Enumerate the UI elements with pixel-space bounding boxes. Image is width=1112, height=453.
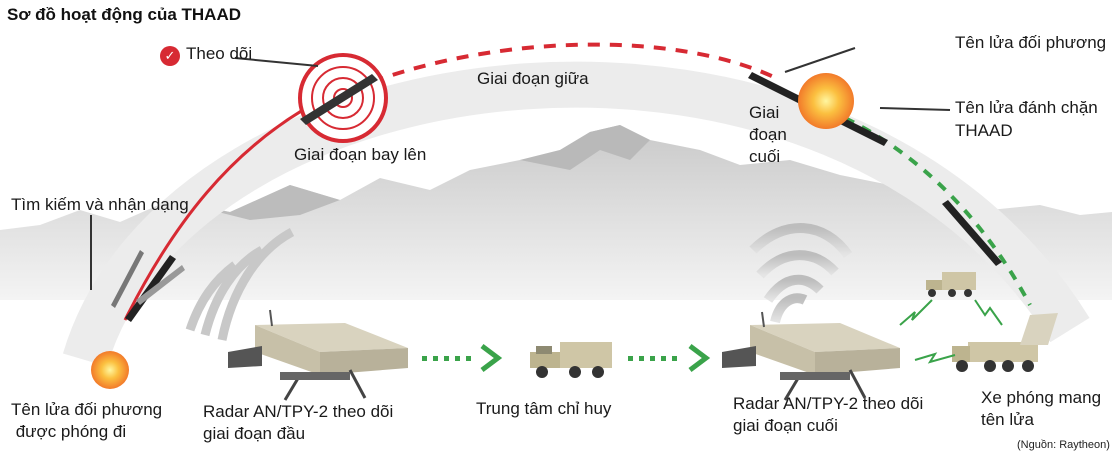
label-launcher-1: Xe phóng mang	[981, 388, 1102, 407]
comm-link-lines	[899, 299, 1003, 364]
tracking-leader-line	[234, 57, 319, 67]
label-terminal-phase-2: đoạn	[749, 125, 787, 144]
radar-icon-left	[228, 309, 408, 401]
label-boost-phase: Giai đoạn bay lên	[294, 145, 427, 164]
interceptor-trajectory	[844, 116, 1032, 306]
enemy-missile-icon	[300, 74, 378, 125]
interceptor-leader-line	[879, 107, 951, 111]
label-command-center: Trung tâm chỉ huy	[476, 399, 612, 418]
trajectory-arc-band	[62, 61, 1090, 367]
label-terminal-phase-1: Giai	[749, 103, 780, 122]
launcher-truck-icon	[952, 313, 1058, 372]
launch-explosion-icon	[91, 351, 129, 389]
label-interceptor-2: THAAD	[955, 121, 1013, 140]
launch-missile-icon	[111, 250, 185, 322]
label-radar-early-2: giai đoạn đầu	[203, 424, 306, 443]
label-radar-early-1: Radar AN/TPY-2 theo dõi	[203, 402, 394, 421]
radar-waves-terminal	[749, 223, 853, 324]
label-launcher-2: tên lửa	[981, 410, 1034, 429]
radar-waves-left	[185, 228, 295, 341]
support-truck-icon	[926, 272, 976, 297]
source-credit: (Nguồn: Raytheon)	[1017, 439, 1110, 451]
label-radar-terminal-2: giai đoạn cuối	[733, 416, 838, 435]
label-enemy-launched-2: được phóng đi	[11, 422, 127, 441]
mountain-background	[0, 125, 1112, 300]
label-mid-phase: Giai đoạn giữa	[477, 69, 589, 88]
enemy-leader-line	[784, 47, 856, 73]
command-truck-icon	[530, 342, 612, 378]
label-terminal-phase-3: cuối	[749, 147, 781, 166]
label-enemy-launched-1: Tên lửa đối phương	[11, 400, 163, 419]
label-radar-terminal-1: Radar AN/TPY-2 theo dõi	[733, 394, 924, 413]
label-enemy-missile: Tên lửa đối phương	[955, 33, 1107, 52]
label-tracking: Theo dõi	[186, 44, 253, 63]
arrow-icon-data-link-1	[422, 344, 503, 372]
arrow-icon-data-link-2	[628, 344, 711, 372]
radar-icon-terminal	[722, 311, 900, 401]
interceptor-missile-icon	[942, 200, 1002, 266]
boost-trajectory	[123, 93, 331, 321]
diagram-title: Sơ đồ hoạt động của THAAD	[7, 5, 242, 24]
label-search-identify: Tìm kiếm và nhận dạng	[11, 195, 189, 214]
check-icon: ✓	[160, 46, 180, 66]
intercept-explosion-icon	[798, 73, 854, 129]
label-interceptor-1: Tên lửa đánh chặn	[955, 98, 1098, 117]
